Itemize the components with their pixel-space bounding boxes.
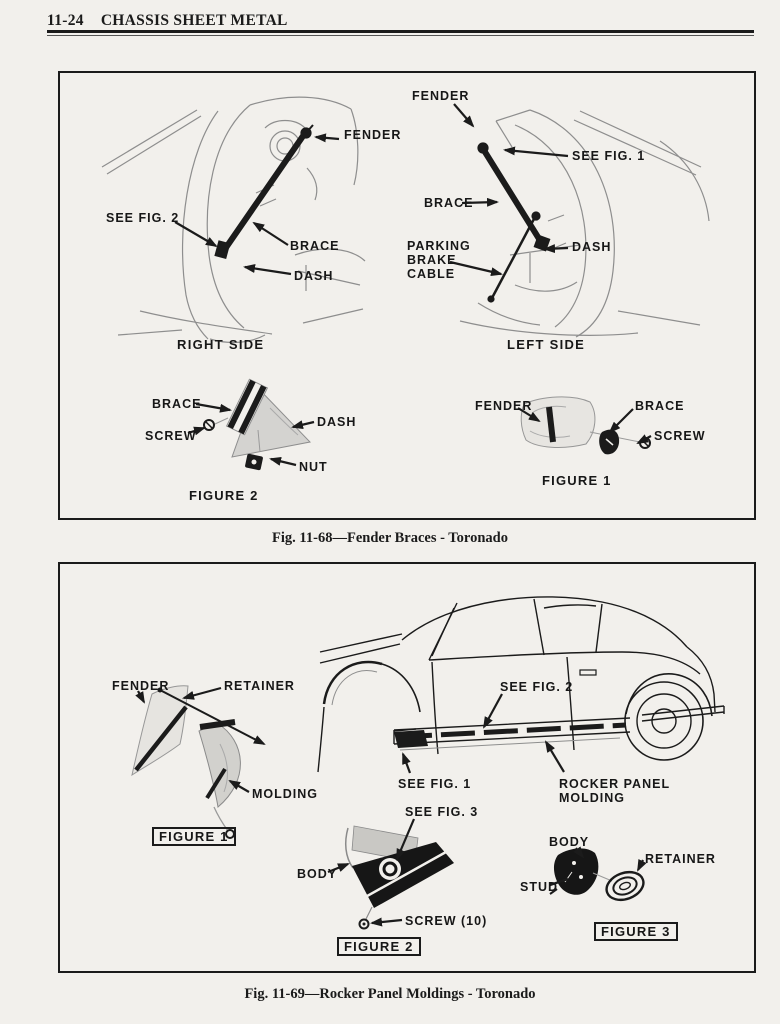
arrow-fig2-dash bbox=[291, 420, 315, 430]
page-title: CHASSIS SHEET METAL bbox=[100, 12, 288, 29]
figure-2-illustration bbox=[203, 378, 311, 471]
fig2-illustration bbox=[344, 825, 454, 930]
callout-arrows bbox=[174, 103, 652, 467]
left-side-caption: LEFT SIDE bbox=[507, 337, 586, 352]
arrow-f3-retainer bbox=[637, 859, 647, 872]
label-f1-fender: FENDER bbox=[112, 679, 170, 693]
label-see-fig-2: SEE FIG. 2 bbox=[500, 680, 574, 694]
arrow-right-dash bbox=[243, 264, 292, 276]
figure-11-68-artwork bbox=[101, 96, 710, 471]
figure-1-box-caption: FIGURE 1 bbox=[152, 827, 236, 846]
arrow-f2-body bbox=[327, 862, 350, 874]
label-f1-retainer: RETAINER bbox=[224, 679, 295, 693]
arrow-left-see-fig-1 bbox=[503, 146, 569, 158]
label-parking-brake-cable: PARKING BRAKE CABLE bbox=[407, 239, 471, 281]
arrow-right-brace bbox=[252, 221, 289, 246]
label-fig2-dash: DASH bbox=[317, 415, 357, 429]
arrow-rocker-panel-molding bbox=[544, 740, 565, 773]
label-fig2-screw: SCREW bbox=[145, 429, 197, 443]
label-right-dash: DASH bbox=[294, 269, 334, 283]
label-fig1-fender: FENDER bbox=[475, 399, 533, 413]
header-rule bbox=[47, 30, 754, 33]
arrow-f1-fender bbox=[135, 690, 145, 704]
arrow-fig1-fender bbox=[517, 407, 541, 423]
label-fig1-brace: BRACE bbox=[635, 399, 685, 413]
stud-pointer-line bbox=[549, 877, 569, 887]
figure-11-68-panel: FENDER SEE FIG. 2 BRACE DASH RIGHT SIDE … bbox=[58, 71, 756, 520]
fig1-illustration bbox=[131, 685, 266, 839]
label-f3-retainer: RETAINER bbox=[645, 852, 716, 866]
arrow-right-see-fig-2 bbox=[174, 221, 218, 248]
label-right-fender: FENDER bbox=[344, 128, 402, 142]
arrow-see-fig-1 bbox=[401, 752, 412, 774]
arrow-see-fig-2 bbox=[483, 693, 503, 729]
figure-2-box-caption: FIGURE 2 bbox=[337, 937, 421, 956]
car-illustration bbox=[317, 596, 725, 773]
label-right-see-fig-2: SEE FIG. 2 bbox=[106, 211, 180, 225]
arrow-parking-brake-cable bbox=[449, 260, 503, 277]
figure-1-illustration bbox=[520, 396, 651, 455]
left-side-illustration bbox=[459, 109, 710, 338]
arrow-right-fender bbox=[314, 133, 340, 143]
arrow-left-brace bbox=[461, 197, 499, 207]
page-number: 11-24 bbox=[47, 12, 84, 29]
figure-3-box-caption: FIGURE 3 bbox=[594, 922, 678, 941]
header-rule-thin bbox=[47, 35, 754, 36]
arrow-f2-see-fig-3 bbox=[395, 818, 416, 861]
label-f3-body: BODY bbox=[549, 835, 590, 849]
label-f2-screw-10: SCREW (10) bbox=[405, 914, 488, 928]
right-side-caption: RIGHT SIDE bbox=[177, 337, 265, 352]
callout-arrows bbox=[135, 686, 647, 927]
arrow-f2-screw-10 bbox=[370, 917, 403, 927]
figure-11-68-caption: Fig. 11-68—Fender Braces - Toronado bbox=[272, 530, 508, 546]
figure-11-69-caption: Fig. 11-69—Rocker Panel Moldings - Toron… bbox=[244, 986, 536, 1002]
arrow-fig1-brace bbox=[608, 408, 634, 434]
label-f2-see-fig-3: SEE FIG. 3 bbox=[405, 805, 479, 819]
arrow-left-fender bbox=[453, 103, 475, 128]
arrow-f1-retainer bbox=[182, 686, 222, 700]
label-rocker-panel-molding: ROCKER PANEL MOLDING bbox=[559, 777, 671, 805]
arrow-f3-body bbox=[573, 846, 585, 859]
label-fig2-nut: NUT bbox=[299, 460, 328, 474]
right-side-illustration bbox=[101, 96, 366, 344]
label-left-fender: FENDER bbox=[412, 89, 470, 103]
fig3-illustration bbox=[549, 848, 645, 902]
label-f2-body: BODY bbox=[297, 867, 338, 881]
label-right-brace: BRACE bbox=[290, 239, 340, 253]
label-see-fig-1: SEE FIG. 1 bbox=[398, 777, 472, 791]
label-fig1-screw: SCREW bbox=[654, 429, 706, 443]
label-left-dash: DASH bbox=[572, 240, 612, 254]
page-header: 11-24 CHASSIS SHEET METAL bbox=[47, 12, 288, 30]
label-fig2-brace: BRACE bbox=[152, 397, 202, 411]
label-f3-stud: STUD bbox=[520, 880, 559, 894]
label-f1-molding: MOLDING bbox=[252, 787, 319, 801]
figure-2-caption: FIGURE 2 bbox=[189, 488, 259, 503]
label-left-brace: BRACE bbox=[424, 196, 474, 210]
arrow-fig2-brace bbox=[195, 402, 232, 413]
figure-1-caption: FIGURE 1 bbox=[542, 473, 612, 488]
figure-11-69-panel: SEE FIG. 2 SEE FIG. 1 ROCKER PANEL MOLDI… bbox=[58, 562, 756, 973]
arrow-fig2-nut bbox=[269, 456, 297, 467]
arrow-fig1-screw bbox=[636, 434, 652, 444]
arrow-f1-molding bbox=[228, 779, 250, 793]
arrow-fig2-screw bbox=[187, 426, 206, 436]
label-left-see-fig-1: SEE FIG. 1 bbox=[572, 149, 646, 163]
arrow-left-dash bbox=[543, 244, 569, 254]
figure-11-69-artwork bbox=[131, 596, 725, 930]
